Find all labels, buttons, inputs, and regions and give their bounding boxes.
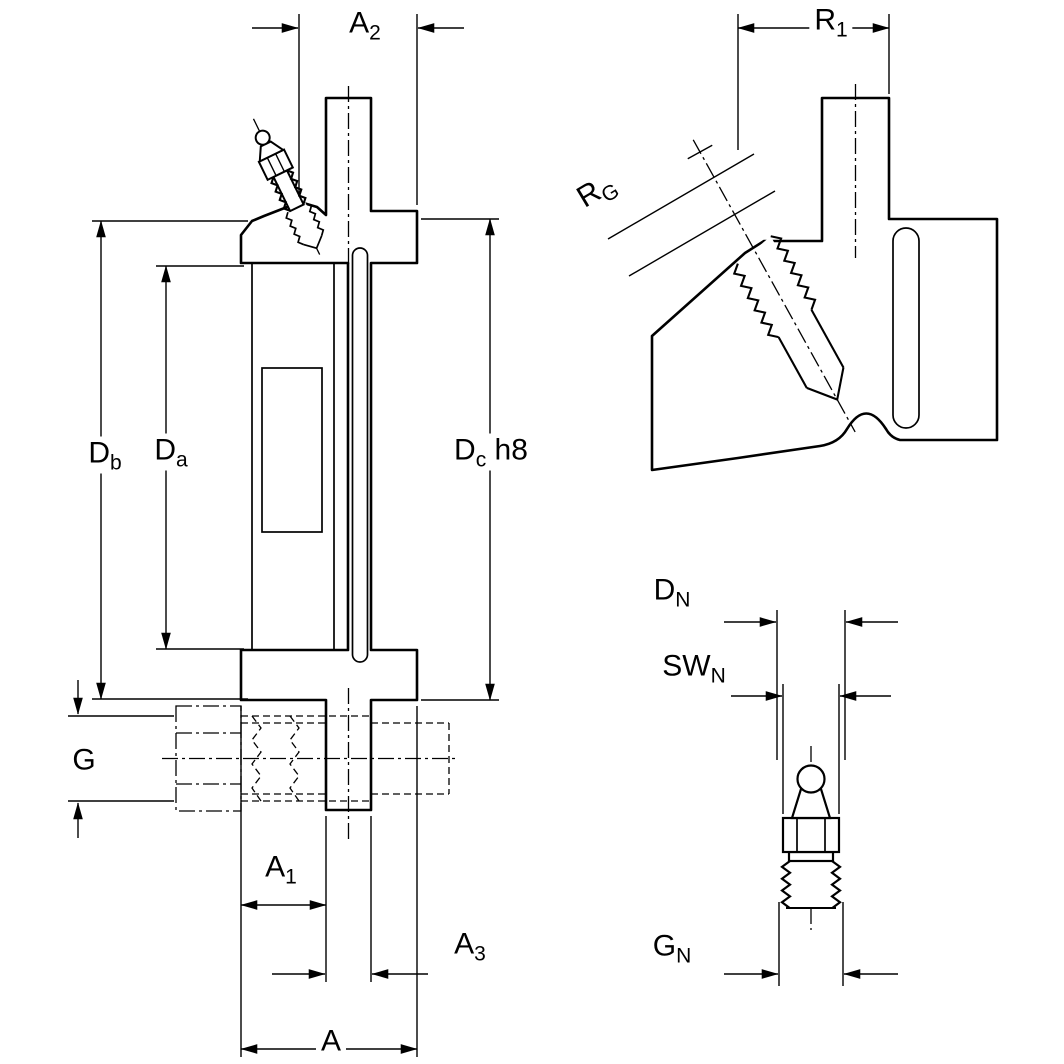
nipple-detail-ball xyxy=(796,764,826,794)
label-sub: b xyxy=(109,451,122,475)
flange-slot xyxy=(351,247,369,663)
label-base: D xyxy=(154,433,176,467)
dimension-g xyxy=(68,680,174,838)
hole-bottom xyxy=(303,235,323,250)
label-base: A xyxy=(349,6,370,40)
hole-bore xyxy=(737,236,844,400)
detail-hole-centerline xyxy=(692,139,856,433)
insert-outline xyxy=(261,367,323,533)
label-sub: 2 xyxy=(369,21,381,45)
dim-label-g: G xyxy=(72,744,95,777)
dimension-gn xyxy=(724,902,898,986)
label-base: D xyxy=(653,573,676,607)
nipple-thread-zigzag-right xyxy=(286,169,307,205)
label-sub: N xyxy=(676,944,692,968)
nipple-detail-thread-right xyxy=(830,860,842,910)
grease-nipple xyxy=(252,117,325,255)
thread-zigzag xyxy=(251,715,262,802)
nipple-hex-facet xyxy=(274,153,285,172)
thread-hole-detail xyxy=(607,14,999,472)
label-base: G xyxy=(652,929,677,963)
dim-label-gn: GN xyxy=(653,930,692,967)
detail-thread-right xyxy=(770,235,817,311)
label-base: A xyxy=(454,927,475,961)
label-sub: N xyxy=(675,588,691,612)
nipple-thread-body xyxy=(783,861,839,908)
dim-label-a: A xyxy=(315,1024,347,1058)
main-cross-section xyxy=(68,14,499,1057)
dim-label-da: Da xyxy=(149,433,193,472)
hole-thread-left xyxy=(285,211,304,246)
tapped-hole xyxy=(287,201,322,249)
dimension-a3 xyxy=(272,816,428,982)
phantom-bolt xyxy=(162,705,455,812)
nipple-detail-thread-left xyxy=(780,860,792,910)
nipple-detail-shoulder xyxy=(787,850,835,863)
nipple-ball xyxy=(254,129,271,146)
nipple-hex-facet xyxy=(266,157,277,176)
dim-label-a3: A3 xyxy=(454,928,486,965)
label-base: R xyxy=(814,3,836,37)
dimension-rg xyxy=(607,153,776,277)
detail-hole-wall-left xyxy=(777,336,808,389)
label-sub: c xyxy=(475,448,487,472)
dimension-a1 xyxy=(240,706,327,1057)
label-sub: N xyxy=(710,664,726,688)
label-base: SW xyxy=(662,649,711,683)
label-sub: 1 xyxy=(835,18,848,42)
dim-label-dc: Dc h8 xyxy=(449,433,533,472)
label-suffix: h8 xyxy=(486,433,528,467)
label-sub: 1 xyxy=(285,865,297,889)
detail-thread-left xyxy=(732,263,779,339)
label-sub: a xyxy=(175,448,188,472)
hole-thread-right xyxy=(305,202,325,236)
detail-axis-tick xyxy=(687,144,713,160)
label-base: G xyxy=(72,743,96,777)
grease-nipple-detail xyxy=(724,610,898,986)
detail-hole-wall-right xyxy=(810,309,845,368)
label-base: D xyxy=(88,436,110,470)
nipple-cone xyxy=(258,140,286,164)
nipple-detail-hex xyxy=(781,816,841,854)
label-base: D xyxy=(454,433,476,467)
label-base: A xyxy=(320,1024,342,1058)
dim-label-a2: A2 xyxy=(349,7,381,44)
dim-label-swn: SWN xyxy=(662,650,726,687)
dimension-dn xyxy=(724,610,898,760)
dimension-swn xyxy=(731,684,891,814)
label-base: A xyxy=(265,850,286,884)
dim-label-dn: DN xyxy=(654,574,691,611)
housing-section-fill xyxy=(239,96,419,812)
detail-section-fill xyxy=(650,96,999,472)
dim-label-r1: R1 xyxy=(809,3,853,42)
detail-flange-slot xyxy=(892,227,920,429)
detail-hole-end-cone xyxy=(806,367,845,401)
detail-tapped-hole xyxy=(687,139,856,433)
thread-zigzag xyxy=(289,715,300,802)
dim-label-db: Db xyxy=(83,436,127,475)
label-sub: 3 xyxy=(474,942,486,966)
nipple-thread-zigzag-left xyxy=(270,176,291,212)
dim-label-a1: A1 xyxy=(265,851,297,888)
dimension-a2 xyxy=(252,14,464,205)
